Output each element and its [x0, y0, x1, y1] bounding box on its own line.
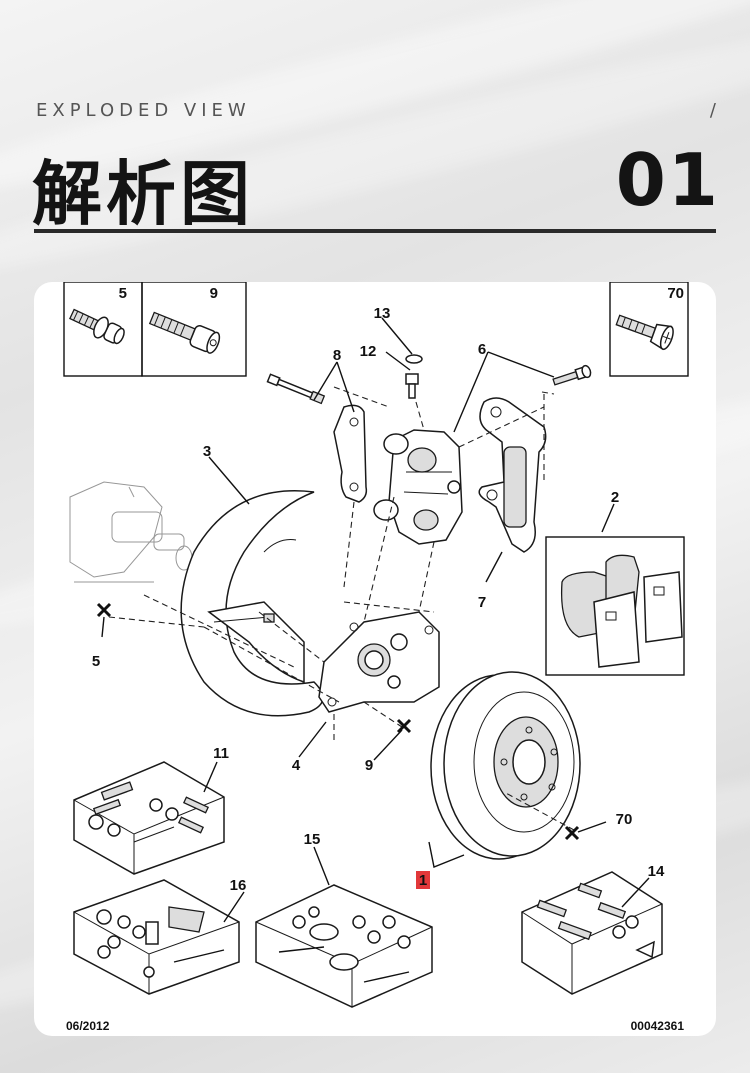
caliper-bolt [266, 373, 326, 405]
footer-date: 06/2012 [66, 1019, 110, 1033]
callout-15: 15 [304, 831, 321, 848]
brake-disc [430, 671, 581, 860]
kit-11 [73, 761, 225, 875]
exploded-view-panel: 5 9 70 [34, 282, 716, 1036]
caliper-carrier [478, 397, 547, 553]
header-slash: / [709, 100, 716, 121]
callout-labels: 1 2 3 4 5 6 7 8 9 11 12 13 14 15 16 70 [92, 305, 665, 894]
callout-5: 5 [92, 653, 100, 670]
inset-box-9: 9 [141, 282, 247, 377]
callout-11: 11 [213, 745, 229, 762]
inset-label-9: 9 [210, 285, 218, 302]
footer-diagram-code: 00042361 [631, 1019, 685, 1033]
kit-14 [521, 871, 663, 995]
page-title: 解析图 [32, 153, 254, 235]
caliper-bracket-plate [333, 404, 368, 503]
callout-16: 16 [230, 877, 247, 894]
callout-4: 4 [292, 757, 301, 774]
callout-6: 6 [478, 341, 486, 358]
fastener-cross-markers [96, 602, 580, 841]
callout-12: 12 [360, 343, 377, 360]
callout-7: 7 [478, 594, 486, 611]
brake-exploded-diagram: 5 9 70 [63, 282, 689, 1033]
inset-label-5: 5 [119, 285, 127, 302]
kit-16 [73, 879, 240, 995]
callout-8: 8 [333, 347, 341, 364]
kit-15 [255, 884, 433, 1008]
wheel-hub-ghost [69, 481, 193, 583]
callout-3: 3 [203, 443, 211, 460]
inset-box-70: 70 [609, 282, 689, 377]
inset-box-5: 5 [63, 282, 143, 377]
brake-pads-box [545, 536, 685, 676]
brake-caliper [373, 429, 463, 545]
section-subtitle: EXPLODED VIEW [36, 100, 251, 121]
callout-1: 1 [419, 872, 427, 889]
carrier-bolt [552, 364, 592, 386]
brake-adapter-bracket [318, 611, 440, 713]
callout-14: 14 [648, 863, 665, 880]
brake-dust-shield [180, 490, 324, 717]
callout-9: 9 [365, 757, 373, 774]
section-number: 01 [615, 138, 720, 222]
callout-13: 13 [374, 305, 391, 322]
callout-2: 2 [611, 489, 619, 506]
callout-leader-lines [101, 317, 650, 923]
bleeder-valve [405, 354, 423, 399]
header-divider [34, 229, 716, 233]
inset-label-70: 70 [667, 285, 684, 302]
assembly-dashed-lines [108, 386, 575, 831]
highlighted-part-marker [416, 871, 430, 889]
callout-70: 70 [616, 811, 633, 828]
